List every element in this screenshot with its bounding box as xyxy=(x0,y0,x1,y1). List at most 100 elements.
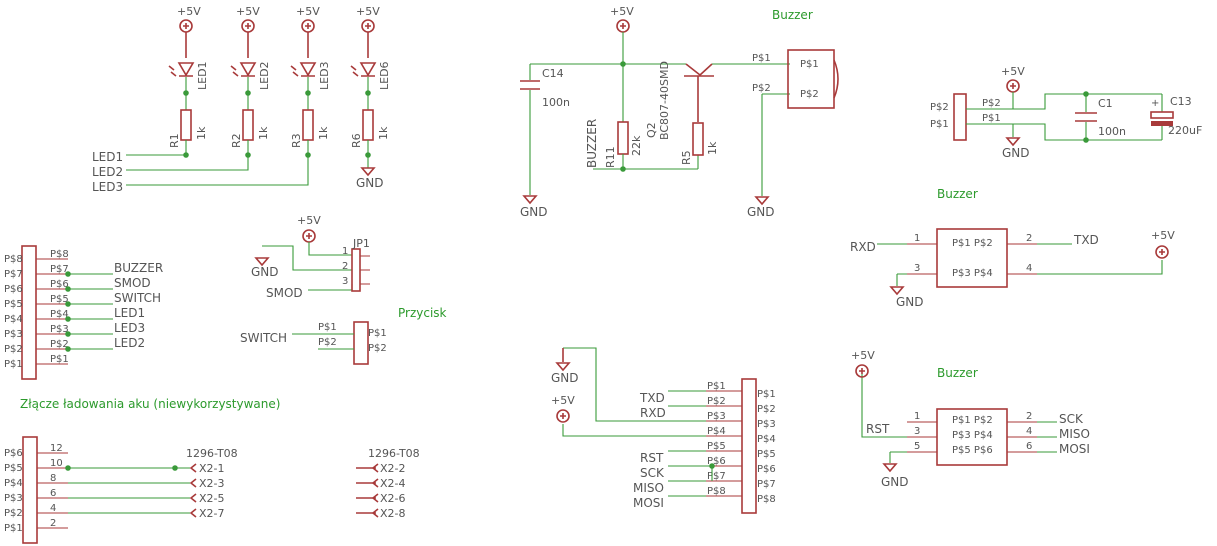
svg-text:X2-6: X2-6 xyxy=(380,492,406,505)
r6-value: 1k xyxy=(377,126,390,140)
net-sck: SCK xyxy=(640,466,665,480)
led1-symbol: LED1 xyxy=(168,61,209,90)
net-buzzer-conn: BUZZER xyxy=(114,261,163,275)
svg-text:X2-7: X2-7 xyxy=(199,507,225,520)
svg-text:P$8: P$8 xyxy=(50,249,69,260)
svg-text:P$1 P$2: P$1 P$2 xyxy=(952,238,993,249)
supply-caps: P$2 P$1 P$2 P$1 +5V GND C1 100n + xyxy=(930,65,1202,160)
svg-text:5: 5 xyxy=(914,441,920,452)
svg-text:220uF: 220uF xyxy=(1168,124,1202,137)
svg-text:100n: 100n xyxy=(542,96,570,109)
vcc-symbol-led3: +5V xyxy=(296,5,320,58)
charging-connector: Złącze ładowania aku (niewykorzystywane)… xyxy=(4,397,420,544)
conn8: P$8 P$7 P$6 P$5 P$4 P$3 P$2 P$1 P$8 P$7 … xyxy=(4,245,163,380)
net-rst-isp: RST xyxy=(866,422,890,436)
svg-text:P$3 P$4: P$3 P$4 xyxy=(952,430,993,441)
vcc-symbol-isp: +5V xyxy=(851,349,875,378)
c14-capacitor: C14 100n xyxy=(520,67,570,109)
svg-text:8: 8 xyxy=(50,473,56,484)
svg-text:P$2: P$2 xyxy=(50,339,69,350)
vcc-symbol-led1: +5V xyxy=(177,5,201,58)
svg-text:1: 1 xyxy=(914,233,920,244)
svg-text:2: 2 xyxy=(1026,411,1032,422)
gnd-symbol-isp: GND xyxy=(881,463,909,489)
svg-text:P$1: P$1 xyxy=(707,381,726,392)
c1-capacitor: C1 100n xyxy=(1075,94,1126,140)
svg-text:+5V: +5V xyxy=(610,5,634,18)
svg-text:P$6: P$6 xyxy=(757,464,776,475)
svg-text:P$6: P$6 xyxy=(4,284,23,295)
header8: P$1 P$2 P$3 P$4 P$5 P$6 P$7 P$8 P$1 P$2 … xyxy=(551,347,776,514)
isp-title: Buzzer xyxy=(937,366,978,380)
svg-text:P$2: P$2 xyxy=(930,102,949,113)
svg-text:22k: 22k xyxy=(630,135,643,156)
svg-text:3: 3 xyxy=(342,276,348,287)
svg-text:P$7: P$7 xyxy=(757,479,776,490)
svg-text:4: 4 xyxy=(50,503,56,514)
q2-transistor: Q2 BC807-40SMD xyxy=(645,61,714,140)
serial4: Buzzer P$1 P$2 P$3 P$4 1 3 2 4 RXD TXD +… xyxy=(850,187,1175,309)
net-mosi: MOSI xyxy=(633,496,664,510)
gnd-symbol-buzzer: GND xyxy=(747,196,775,219)
svg-text:P$7: P$7 xyxy=(50,264,69,275)
svg-text:P$7: P$7 xyxy=(4,269,23,280)
svg-text:P$8: P$8 xyxy=(707,486,726,497)
svg-text:P$4: P$4 xyxy=(50,309,69,320)
vcc-label-led2: +5V xyxy=(236,5,260,18)
svg-text:P$2: P$2 xyxy=(757,404,776,415)
net-buzzer: BUZZER xyxy=(585,119,599,168)
svg-text:4: 4 xyxy=(1026,426,1032,437)
svg-text:+5V: +5V xyxy=(297,214,321,227)
r3-resistor: R3 1k xyxy=(290,109,330,148)
svg-text:P$1: P$1 xyxy=(318,322,337,333)
svg-text:P$3 P$4: P$3 P$4 xyxy=(952,268,993,279)
r6-name: R6 xyxy=(350,133,363,148)
button-title: Przycisk xyxy=(398,306,447,320)
r2-name: R2 xyxy=(230,133,243,148)
vcc-symbol-led2: +5V xyxy=(236,5,260,58)
svg-text:P$5: P$5 xyxy=(707,441,726,452)
r5-resistor: R5 1k xyxy=(680,122,719,165)
net-led3-conn: LED3 xyxy=(114,321,145,335)
net-smod-conn: SMOD xyxy=(114,276,151,290)
svg-text:P$2: P$2 xyxy=(982,98,1001,109)
led6-name: LED6 xyxy=(378,61,391,90)
svg-text:1: 1 xyxy=(914,411,920,422)
svg-text:GND: GND xyxy=(251,265,279,279)
net-led1: LED1 xyxy=(92,150,123,164)
vcc-label-led3: +5V xyxy=(296,5,320,18)
svg-text:C1: C1 xyxy=(1098,97,1113,110)
jp1-name: JP1 xyxy=(352,237,370,250)
isp6: Buzzer P$1 P$2 P$3 P$4 P$5 P$6 1 3 5 2 4… xyxy=(851,349,1090,489)
svg-text:C14: C14 xyxy=(542,67,564,80)
svg-text:P$4: P$4 xyxy=(757,434,776,445)
vcc-label-led6: +5V xyxy=(356,5,380,18)
conn8-outer-labels: P$8 P$7 P$6 P$5 P$4 P$3 P$2 P$1 xyxy=(4,254,23,370)
svg-text:3: 3 xyxy=(914,263,920,274)
net-rxd: RXD xyxy=(640,406,666,420)
svg-text:X2-2: X2-2 xyxy=(380,462,406,475)
buzzer-title-1: Buzzer xyxy=(772,8,813,22)
jp1: +5V GND 1 2 3 JP1 SMOD xyxy=(251,214,370,300)
svg-text:P$1: P$1 xyxy=(50,354,69,365)
svg-text:P$1: P$1 xyxy=(757,389,776,400)
c13-capacitor: + C13 220uF xyxy=(1150,94,1202,140)
svg-text:P$6: P$6 xyxy=(4,448,23,459)
buzzer-driver: +5V C14 100n GND R11 22k BUZZER Q2 xyxy=(520,5,839,219)
vcc-symbol-buzzer: +5V xyxy=(610,5,634,33)
svg-text:GND: GND xyxy=(747,205,775,219)
net-led1-conn: LED1 xyxy=(114,306,145,320)
svg-text:P$3: P$3 xyxy=(757,419,776,430)
svg-text:R11: R11 xyxy=(604,146,617,168)
r1-value: 1k xyxy=(195,126,208,140)
svg-text:2: 2 xyxy=(50,518,56,529)
svg-text:X2-8: X2-8 xyxy=(380,507,406,520)
net-miso-isp: MISO xyxy=(1059,427,1090,441)
led1-name: LED1 xyxy=(196,61,209,90)
svg-text:P$5: P$5 xyxy=(4,463,23,474)
net-led3: LED3 xyxy=(92,180,123,194)
svg-text:P$5 P$6: P$5 P$6 xyxy=(952,445,993,456)
net-rxd-serial: RXD xyxy=(850,240,876,254)
svg-text:P$1: P$1 xyxy=(982,113,1001,124)
vcc-symbol-serial: +5V xyxy=(1151,229,1175,259)
